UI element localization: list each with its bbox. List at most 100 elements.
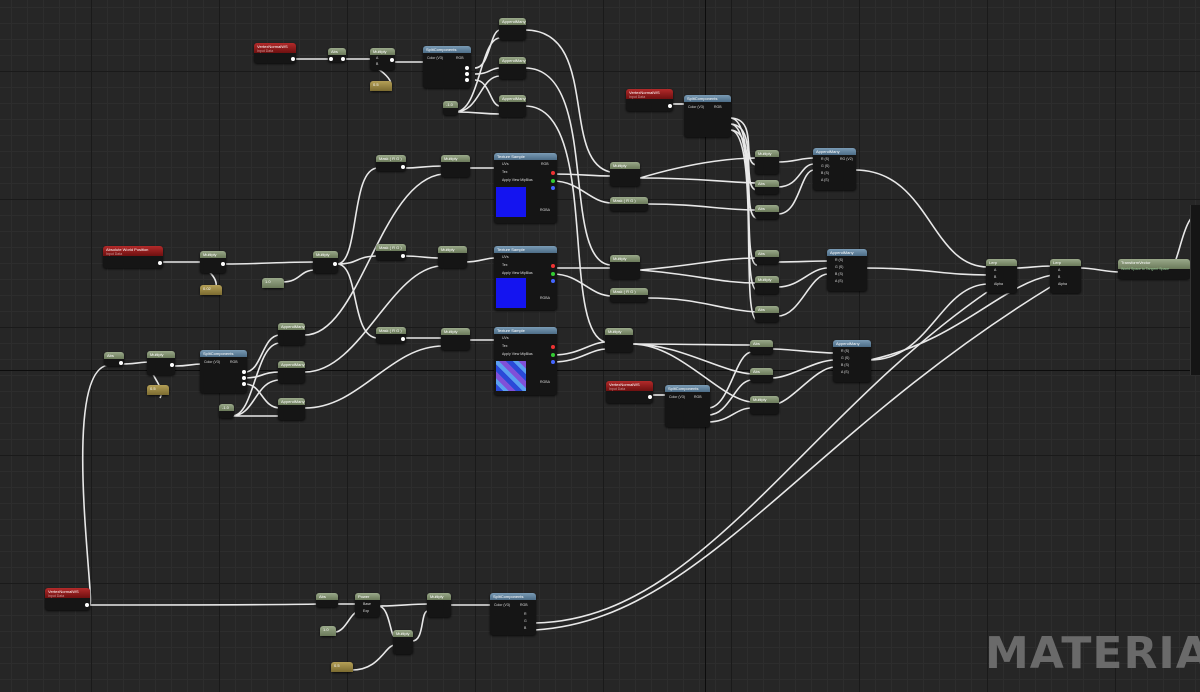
output-pin-r[interactable] — [551, 264, 555, 268]
split-components-node[interactable]: SplitComponents Color (V3) RGB — [665, 385, 710, 427]
multiply-node[interactable]: Multiply — [750, 396, 779, 414]
output-pin-g[interactable] — [551, 353, 555, 357]
output-pin-b[interactable] — [551, 360, 555, 364]
output-pin[interactable] — [333, 262, 337, 266]
vertex-normal-node[interactable]: VertexNormalWS Input Data — [254, 43, 296, 63]
texture-sample-node[interactable]: Texture Sample UVs Tex Apply View MipBia… — [494, 327, 557, 395]
multiply-node[interactable]: Multiply — [610, 255, 640, 279]
power-node[interactable]: Power Base Exp — [355, 593, 380, 617]
constant-node[interactable]: 0.5 — [370, 81, 392, 91]
texture-sample-node[interactable]: Texture Sample UVs Tex Apply View MipBia… — [494, 246, 557, 310]
output-pin[interactable] — [242, 370, 246, 374]
split-components-node[interactable]: SplitComponents Color (V3) RGB R G B — [490, 593, 536, 635]
multiply-node[interactable]: Multiply — [438, 246, 467, 268]
absolute-world-position-node[interactable]: Absolute World Position Input Data — [103, 246, 163, 268]
output-pin[interactable] — [465, 78, 469, 82]
multiply-node[interactable]: Multiply — [427, 593, 451, 617]
vertex-normal-node[interactable]: VertexNormalWS Input Data — [626, 89, 673, 111]
multiply-node[interactable]: Multiply — [441, 328, 470, 350]
output-pin-r[interactable] — [551, 171, 555, 175]
output-pin[interactable] — [291, 57, 295, 61]
output-pin[interactable] — [648, 395, 652, 399]
output-pin[interactable] — [341, 57, 345, 61]
mask-node[interactable]: Mask ( R G ) — [376, 327, 406, 343]
output-pin[interactable] — [170, 363, 174, 367]
output-pin-b[interactable] — [551, 279, 555, 283]
transform-vector-node[interactable]: TransformVector World Space to Tangent S… — [1118, 259, 1190, 279]
output-pin[interactable] — [401, 254, 405, 258]
append-node[interactable]: AppendMany — [278, 323, 305, 345]
abs-node[interactable]: Abs — [755, 205, 779, 219]
append-node[interactable]: AppendMany — [278, 398, 305, 420]
output-pin-g[interactable] — [551, 272, 555, 276]
negate-node[interactable]: -1.0 — [219, 404, 234, 418]
node-title: Abs — [750, 368, 773, 375]
split-components-node[interactable]: SplitComponents Color (V3) RGB — [684, 95, 731, 137]
pin-label: A — [994, 268, 997, 272]
output-pin[interactable] — [119, 361, 123, 365]
append-many-node[interactable]: AppendMany R (S) G (S) B (S) A (S) RG (V… — [813, 148, 856, 190]
mask-node[interactable]: Mask ( R G ) — [376, 155, 406, 171]
multiply-node[interactable]: Multiply — [200, 251, 226, 273]
output-pin-g[interactable] — [551, 179, 555, 183]
append-node[interactable]: AppendMany — [499, 57, 526, 79]
append-node[interactable]: AppendMany — [278, 361, 305, 383]
output-pin[interactable] — [401, 165, 405, 169]
split-components-node[interactable]: SplitComponents Color (V3) RGB — [423, 46, 471, 88]
append-node[interactable]: AppendMany — [499, 18, 526, 40]
abs-node[interactable]: Abs — [316, 593, 338, 607]
negate-node[interactable]: -1.0 — [443, 101, 458, 115]
graph-axis-horizontal — [0, 370, 1200, 371]
lerp-node[interactable]: Lerp A B Alpha — [1050, 259, 1081, 293]
output-pin[interactable] — [465, 72, 469, 76]
output-pin[interactable] — [401, 337, 405, 341]
constant-node[interactable]: 1.0 — [262, 278, 284, 288]
output-pin[interactable] — [85, 603, 89, 607]
output-pin[interactable] — [242, 382, 246, 386]
constant-node[interactable]: 0.02 — [200, 285, 222, 295]
multiply-node[interactable]: Multiply — [147, 351, 175, 375]
output-pin-r[interactable] — [551, 345, 555, 349]
mask-node[interactable]: Mask ( R G ) — [610, 197, 648, 211]
split-components-node[interactable]: SplitComponents Color (V3) RGB — [200, 350, 247, 393]
input-pin[interactable] — [329, 57, 333, 61]
output-pin[interactable] — [668, 104, 672, 108]
constant-node[interactable]: 0.5 — [147, 385, 169, 395]
mask-node[interactable]: Mask ( R G ) — [376, 244, 406, 260]
abs-node[interactable]: Abs — [750, 368, 773, 382]
append-many-node[interactable]: AppendMany R (S) G (S) B (S) A (S) — [833, 340, 871, 382]
wire — [729, 117, 758, 266]
abs-node[interactable]: Abs — [755, 250, 779, 264]
output-pin[interactable] — [158, 261, 162, 265]
multiply-node[interactable]: Multiply — [313, 251, 338, 273]
multiply-node[interactable]: Multiply — [610, 162, 640, 186]
output-pin[interactable] — [242, 376, 246, 380]
multiply-node[interactable]: Multiply A B — [370, 48, 395, 70]
abs-node[interactable]: Abs — [755, 180, 779, 194]
vertex-normal-node[interactable]: VertexNormalWS Input Data — [606, 381, 653, 403]
abs-node[interactable]: Abs — [750, 340, 773, 354]
output-pin[interactable] — [390, 58, 394, 62]
material-result-node[interactable] — [1190, 205, 1200, 375]
abs-node[interactable]: Abs — [755, 306, 779, 322]
mask-node[interactable]: Mask ( R G ) — [610, 288, 648, 302]
vertex-normal-node[interactable]: VertexNormalWS Input Data — [45, 588, 90, 610]
multiply-node[interactable]: Multiply — [605, 328, 633, 352]
lerp-node[interactable]: Lerp A B Alpha — [986, 259, 1017, 293]
output-pin[interactable] — [465, 66, 469, 70]
texture-sample-node[interactable]: Texture Sample UVs Tex Apply View MipBia… — [494, 153, 557, 223]
output-pin-b[interactable] — [551, 186, 555, 190]
multiply-node[interactable]: Multiply — [755, 276, 779, 294]
constant-node[interactable]: 1.0 — [320, 626, 336, 636]
append-node[interactable]: AppendMany — [499, 95, 526, 117]
append-many-node[interactable]: AppendMany R (S) G (S) B (S) A (S) — [827, 249, 867, 291]
node-title: Lerp — [986, 259, 1017, 266]
multiply-node[interactable]: Multiply — [393, 630, 413, 654]
abs-node[interactable]: Abs — [328, 48, 346, 62]
output-pin[interactable] — [221, 262, 225, 266]
constant-node[interactable]: 0.5 — [331, 662, 353, 672]
abs-node[interactable]: Abs — [104, 352, 124, 366]
multiply-node[interactable]: Multiply — [441, 155, 470, 177]
multiply-node[interactable]: Multiply — [755, 150, 779, 174]
